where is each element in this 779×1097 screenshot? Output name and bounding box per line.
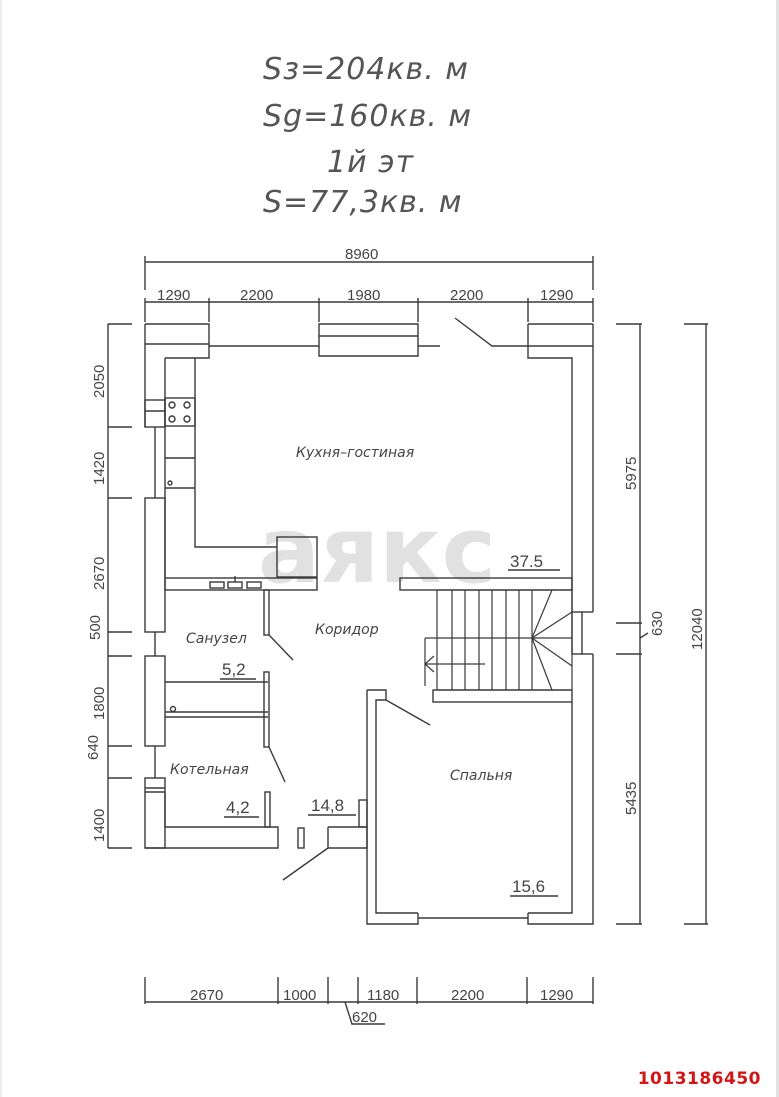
exterior-walls <box>144 317 594 925</box>
dim-left-4: 500 <box>87 615 104 640</box>
room-name-corridor: Коридор <box>315 622 379 638</box>
dim-top-1: 1290 <box>157 287 190 304</box>
floor-label: 1й эт <box>327 145 415 180</box>
room-area-bathroom: 5,2 <box>222 660 246 679</box>
dim-left-3: 2670 <box>91 557 108 590</box>
bottom-dimension-lines <box>144 977 594 1025</box>
dim-left-5: 1800 <box>91 687 108 720</box>
dim-right-overall: 12040 <box>689 608 706 650</box>
dim-left-2: 1420 <box>91 452 108 485</box>
dim-top-3: 1980 <box>347 287 380 304</box>
room-area-bedroom: 15,6 <box>512 877 545 896</box>
left-dimension-lines <box>107 323 132 849</box>
room-area-kitchen: 37.5 <box>510 552 543 571</box>
dim-top-5: 1290 <box>540 287 573 304</box>
total-area-label: Sз=204кв. м <box>263 52 469 87</box>
dim-bottom-4: 2200 <box>451 987 484 1004</box>
dim-right-2: 630 <box>649 611 666 636</box>
dim-left-1: 2050 <box>91 365 108 398</box>
room-name-boiler: Котельная <box>170 762 249 778</box>
top-dimension-lines <box>144 256 594 322</box>
dim-top-4: 2200 <box>450 287 483 304</box>
living-area-label: Sg=160кв. м <box>263 99 472 134</box>
dim-bottom-1: 2670 <box>190 987 223 1004</box>
dim-bottom-3: 1180 <box>367 987 399 1004</box>
dim-left-6: 640 <box>85 735 102 760</box>
listing-id: 1013186450 <box>637 1069 761 1089</box>
dim-top-overall: 8960 <box>345 246 378 263</box>
dim-right-1: 5975 <box>623 457 640 490</box>
dim-left-7: 1400 <box>91 809 108 842</box>
watermark: аякс <box>258 497 496 604</box>
room-name-bedroom: Спальня <box>450 768 512 784</box>
room-area-corridor: 14,8 <box>311 796 344 815</box>
dim-right-3: 5435 <box>623 782 640 815</box>
dim-bottom-5: 1290 <box>540 987 573 1004</box>
staircase <box>424 589 573 691</box>
dim-bottom-callout: 620 <box>352 1009 377 1026</box>
right-dimension-lines <box>616 323 708 925</box>
room-name-bathroom: Санузел <box>186 631 247 647</box>
room-area-boiler: 4,2 <box>226 798 250 817</box>
floor-area-label: S=77,3кв. м <box>263 185 463 220</box>
dim-top-2: 2200 <box>240 287 273 304</box>
room-name-kitchen: Кухня–гостиная <box>296 445 414 461</box>
dim-bottom-2: 1000 <box>283 987 316 1004</box>
